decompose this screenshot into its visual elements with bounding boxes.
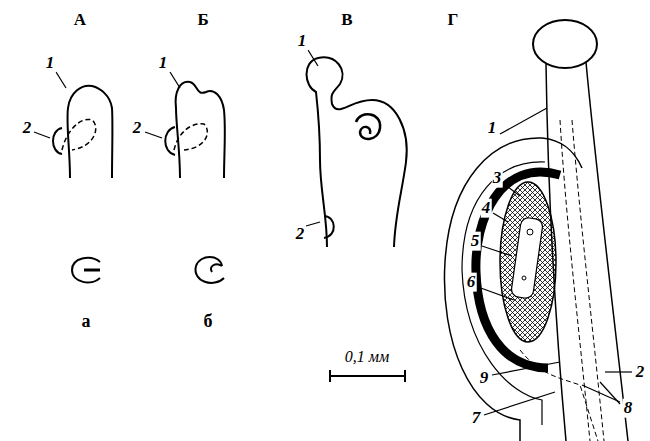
callout-number: 8	[623, 399, 634, 418]
panel-letter: Г	[447, 11, 460, 30]
scale-label: 0,1 мм	[344, 348, 390, 366]
panel-letter: Б	[196, 11, 209, 30]
callout-number: 1	[45, 54, 56, 73]
sub-panel-letter: б	[203, 312, 214, 332]
callout-number: 2	[22, 119, 33, 138]
callout-number: 6	[466, 273, 477, 292]
callout-number: 2	[132, 119, 143, 138]
sub-panel-letter: а	[81, 312, 92, 332]
panel-letter: В	[340, 11, 353, 30]
callout-number: 1	[297, 32, 308, 51]
panel-letter: А	[73, 11, 87, 30]
callout-number: 1	[158, 54, 169, 73]
callout-number: 7	[471, 409, 482, 428]
callout-number: 4	[481, 199, 492, 218]
callout-number: 3	[492, 169, 503, 188]
callout-number: 1	[487, 119, 498, 138]
callout-number: 9	[479, 369, 490, 388]
callout-number: 2	[635, 363, 646, 382]
callout-number: 2	[295, 225, 306, 244]
callout-number: 5	[470, 232, 481, 251]
